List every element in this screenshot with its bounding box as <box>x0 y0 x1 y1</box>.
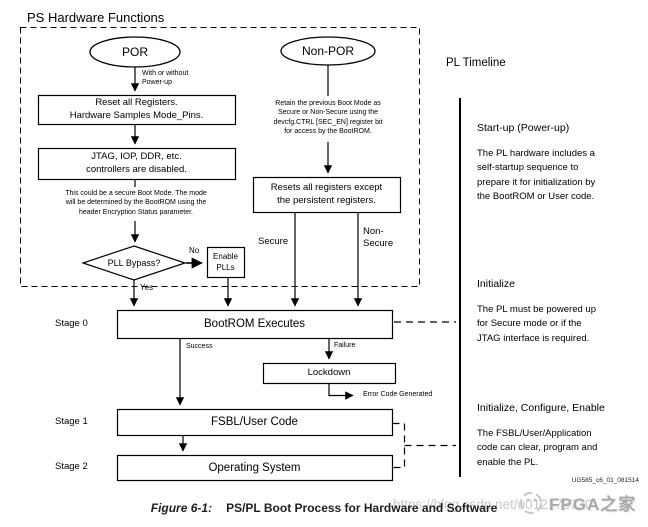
power-up-note: With or without Power-up <box>142 70 189 87</box>
watermark-url: https://blog.csdn.net/u012176730 <box>393 497 593 512</box>
enable-plls-label: Enable PLLs <box>213 251 238 272</box>
success-label: Success <box>186 343 213 350</box>
arrow-lockdown-to-error <box>328 383 354 400</box>
pll-bypass-label: PLL Bypass? <box>107 258 161 268</box>
secure-boot-note: This could be a secure Boot Mode. The mo… <box>65 190 207 216</box>
enable-plls-box <box>206 246 246 279</box>
yes-label: Yes <box>140 283 154 292</box>
operating-system-box <box>116 454 394 482</box>
figure-number: Figure 6-1: <box>150 501 213 515</box>
timeline-configure-body: The FSBL/User/Application code can clear… <box>477 428 598 468</box>
failure-label: Failure <box>334 342 356 349</box>
secure-path-label: Secure <box>258 236 289 247</box>
lockdown-label: Lockdown <box>307 366 351 378</box>
retain-boot-mode-note: Retain the previous Boot Mode as Secure … <box>273 100 383 136</box>
stage1-label: Stage 1 <box>55 416 88 427</box>
jtag-disabled-label: JTAG, IOP, DDR, etc. controllers are dis… <box>86 150 187 175</box>
timeline-initialize-heading: Initialize <box>477 278 515 290</box>
ps-hardware-title: PS Hardware Functions <box>27 10 165 25</box>
resets-registers-label: Resets all registers except the persiste… <box>270 181 383 206</box>
timeline-startup-body: The PL hardware includes a self-startup … <box>477 148 596 202</box>
operating-system-label: Operating System <box>208 461 301 474</box>
non-por-label: Non-POR <box>301 44 354 58</box>
bootrom-executes-label: BootROM Executes <box>204 318 305 330</box>
pl-timeline-title: PL Timeline <box>446 57 506 69</box>
por-label: POR <box>121 45 148 59</box>
fsbl-user-code-label: FSBL/User Code <box>211 416 298 428</box>
timeline-configure-heading: Initialize, Configure, Enable <box>477 402 605 414</box>
reset-registers-label: Reset all Registers. Hardware Samples Mo… <box>69 96 204 121</box>
watermark-brand: FPGA之家 <box>549 495 637 514</box>
resets-registers-box <box>252 176 402 214</box>
no-label: No <box>189 246 200 255</box>
jtag-disabled-box <box>37 147 237 181</box>
bootrom-executes-box <box>116 309 394 340</box>
dashed-stage-bracket <box>392 422 406 469</box>
doc-reference: UG585_c6_01_081514 <box>571 477 639 484</box>
error-code-label: Error Code Generated <box>363 391 433 398</box>
timeline-startup-heading: Start-up (Power-up) <box>477 122 570 134</box>
non-secure-path-label: Non- Secure <box>363 226 394 249</box>
fpga-logo-icon <box>520 492 542 514</box>
stage0-label: Stage 0 <box>55 318 88 329</box>
figure-title: PS/PL Boot Process for Hardware and Soft… <box>226 501 498 515</box>
reset-registers-box <box>37 94 237 126</box>
timeline-initialize-body: The PL must be powered up for Secure mod… <box>477 304 596 344</box>
stage2-label: Stage 2 <box>55 461 88 472</box>
fsbl-user-code-box <box>116 408 394 437</box>
figure-caption: Figure 6-1: PS/PL Boot Process for Hardwa… <box>0 501 648 515</box>
